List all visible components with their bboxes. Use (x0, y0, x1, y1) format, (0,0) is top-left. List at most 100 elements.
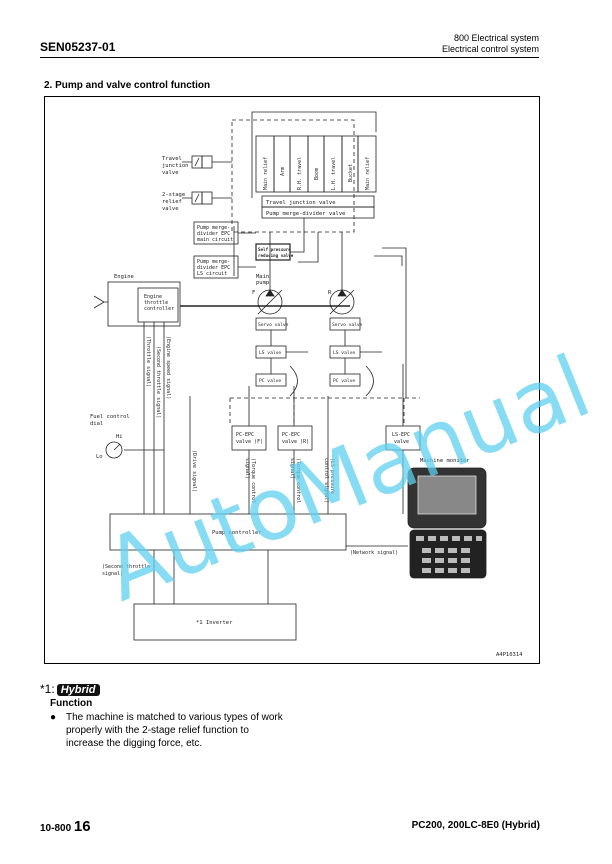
boom-label: Boom (314, 168, 320, 180)
figure-title: 2. Pump and valve control function (44, 80, 211, 91)
control-valve-enclosure (231, 119, 355, 233)
servo-left-label: Servo valve (258, 322, 289, 328)
travel-junction-label-3: valve (162, 170, 179, 176)
self-reducing-label-1: Self pressure (258, 247, 291, 252)
torque-r-label-2: signal) (289, 458, 295, 479)
second-throttle-low-label-1: (Second throttle (102, 564, 150, 570)
ls-epc-label-1: LS-EPC (392, 432, 410, 438)
engine-label: Engine (114, 274, 134, 280)
dial-hi-label: Hi (116, 434, 123, 440)
hybrid-badge: Hybrid (56, 684, 100, 696)
inverter-box (133, 603, 297, 641)
engine-fan-icon (93, 295, 108, 309)
travel-junction-label-2: junction (162, 163, 189, 169)
ls-epc-box (385, 425, 421, 451)
section-title: 800 Electrical system (453, 33, 539, 43)
bucket-label: Bucket (348, 164, 354, 182)
main-relief-right-label: Main relief (365, 157, 371, 190)
pc-epc-r-box (277, 425, 313, 451)
main-pump-label-2: pump (256, 280, 269, 286)
header-rule (40, 57, 539, 58)
second-throttle-low-label-2: signal) (102, 571, 123, 577)
engine-speed-signal-label: (Engine speed signal) (165, 336, 171, 399)
fuel-dial-label-2: dial (90, 421, 103, 427)
ls-pressure-label-2: control signal) (323, 458, 329, 503)
pump-merge-bar-label: Pump merge-divider valve (266, 211, 345, 217)
pc-epc-r-label-2: valve (R) (282, 439, 309, 445)
lh-travel-label: L.H. travel (331, 157, 337, 190)
pump-variable-arrows (257, 289, 355, 315)
rh-travel-label: R.H. travel (297, 157, 303, 190)
page-prefix: 10-800 (40, 823, 72, 834)
epc-main-label-1: Pump merge- (197, 225, 230, 231)
self-reducing-label-2: reducing valve (258, 253, 294, 258)
function-heading: Function (50, 698, 93, 709)
torque-f-label-2: signal) (244, 458, 250, 479)
travel-junction-bar-label: Travel junction valve (266, 200, 336, 206)
epc-ls-label-1: Pump merge- (197, 259, 230, 265)
machine-monitor (407, 467, 487, 579)
throttle-label-2: throttle (144, 300, 168, 306)
main-relief-left-label: Main relief (263, 157, 269, 190)
epc-main-label-2: divider EPC (197, 231, 230, 237)
travel-junction-solenoid (182, 155, 232, 169)
subsection-title: Electrical control system (441, 44, 539, 54)
control-valve-spools (255, 135, 377, 193)
fuel-control-dial (105, 441, 123, 459)
pc-left-label: PC valve (259, 378, 281, 384)
pc-epc-f-label-2: valve (F) (236, 439, 263, 445)
epc-main-label-3: main circuit (197, 237, 233, 243)
function-text: The machine is matched to various types … (66, 712, 283, 749)
page-number-value: 16 (73, 818, 91, 835)
ls-epc-label-2: valve (394, 439, 409, 445)
main-pump-label-1: Main (256, 274, 269, 280)
bullet-icon: ● (50, 712, 57, 723)
diagram-border (44, 96, 540, 664)
ls-pressure-label-1: (LS pressure (329, 458, 335, 494)
doc-code: SEN05237-01 (40, 40, 116, 54)
machine-monitor-label: Machine monitor (420, 458, 470, 464)
relief-valve-label-1: 2-stage (162, 192, 185, 198)
pump-outlet-markers (265, 289, 347, 297)
ls-left-label: LS valve (259, 350, 281, 356)
note-marker: *1: (40, 682, 55, 696)
model-name: PC200, 200LC-8E0 (Hybrid) (411, 820, 540, 831)
relief-valve-label-3: valve (162, 206, 179, 212)
drive-signal-label: (Drive signal) (191, 450, 197, 492)
function-item: ● The machine is matched to various type… (50, 711, 285, 750)
signal-lines (124, 322, 404, 514)
arm-label: Arm (280, 167, 286, 176)
figure-ref: A4P10314 (496, 652, 523, 658)
inverter-label: *1 Inverter (196, 620, 233, 626)
pump-controller-label: Pump controller (212, 530, 262, 536)
pc-epc-f-label-1: PC-EPC (236, 432, 254, 438)
pump-valve-diagram: Main relief Arm R.H. travel Boom L.H. tr… (44, 96, 540, 664)
ls-right-label: LS valve (333, 350, 355, 356)
travel-junction-label-1: Travel (162, 156, 182, 162)
fuel-dial-label-1: Fuel control (90, 414, 130, 420)
epc-ls-label-3: LS circuit (197, 271, 227, 277)
engine-throttle-controller (137, 287, 179, 323)
throttle-signal-label: (Throttle signal) (145, 336, 151, 387)
network-signal-label: (Network signal) (350, 550, 398, 556)
throttle-label-1: Engine (144, 294, 162, 300)
pump-controller-box (109, 513, 347, 551)
torque-r-label-1: (Torque control (295, 458, 301, 503)
pump-f-label: F (252, 290, 255, 296)
servo-right-label: Servo valve (332, 322, 363, 328)
throttle-label-3: controller (144, 306, 174, 312)
hydraulic-lines (233, 111, 407, 426)
epc-ls-label-2: divider EPC (197, 265, 230, 271)
relief-solenoid (182, 191, 232, 205)
pilot-dashed-lines (229, 397, 420, 426)
second-throttle-signal-label: (Second throttle signal) (155, 346, 161, 418)
pump-merge-bar (261, 206, 375, 219)
pc-epc-f-box (231, 425, 267, 451)
dial-lo-label: Lo (96, 454, 103, 460)
pc-epc-r-label-1: PC-EPC (282, 432, 300, 438)
pump-r-label: R (328, 290, 332, 296)
page-number: 10-800 16 (40, 818, 91, 835)
hybrid-note: *1:Hybrid (40, 682, 100, 696)
relief-valve-label-2: relief (162, 199, 182, 205)
inverter-signal-lines (153, 550, 269, 604)
